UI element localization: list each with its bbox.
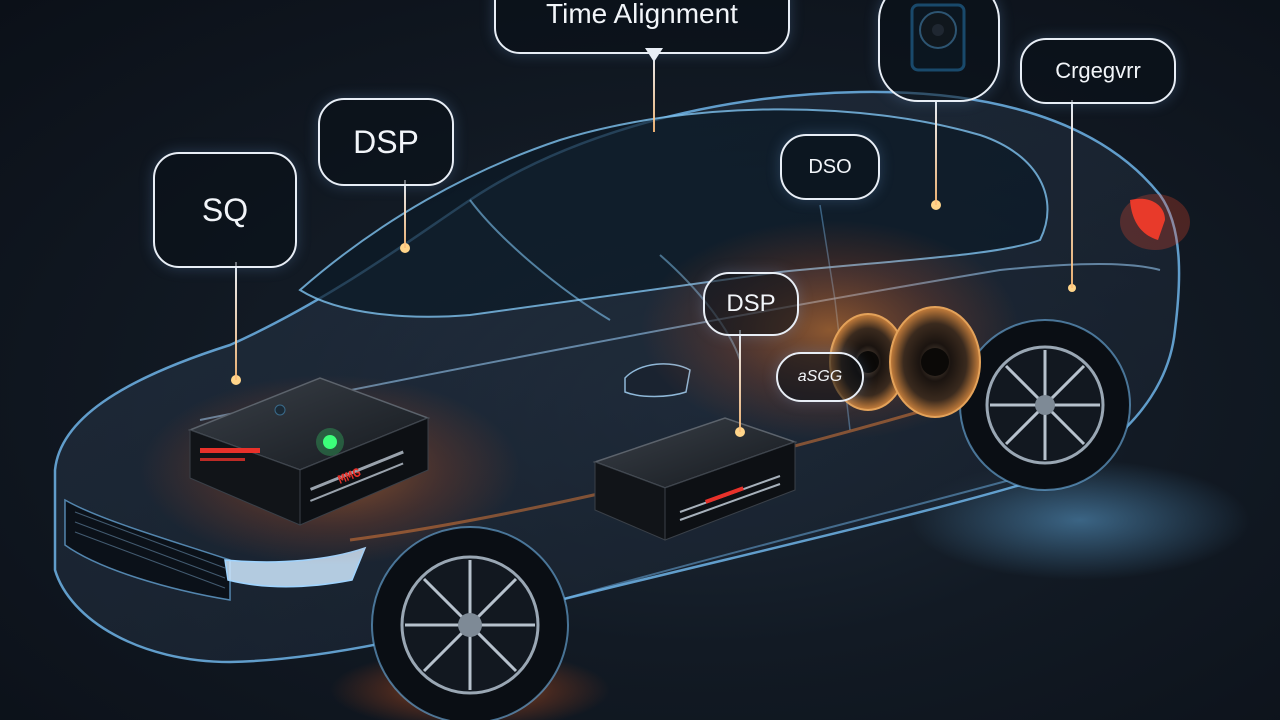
front-wheel [371,526,569,720]
time-alignment-label: Time Alignment [546,0,738,29]
leader-sq [235,262,237,380]
sq-label: SQ [201,191,249,228]
leader-time-alignment [653,52,655,132]
dsp-middle-label: DSP [726,290,776,317]
crossover-bubble: Crgegvrr [1020,38,1176,104]
front-dsp-led-strip [200,448,260,461]
power-led-icon [323,435,337,449]
anchor-points [231,200,1076,437]
taillight [1130,198,1165,240]
leader-speaker [935,100,937,205]
leader-dsp-middle [739,330,741,432]
dso-bubble: DSO [780,134,880,200]
side-label-bubble: aSGG [776,352,864,402]
speaker-bubble [878,0,1000,102]
dso-label: DSO [808,155,852,178]
side-label: aSGG [797,368,843,385]
leader-crossover [1071,100,1073,288]
dsp-top-bubble: DSP [318,98,454,186]
rear-speaker-right [889,306,981,418]
rear-dsp-unit [592,417,798,541]
front-dsp-unit: MMG [187,377,431,526]
dsp-middle-bubble: DSP [703,272,799,336]
dsp-top-label: DSP [353,123,419,160]
sq-bubble: SQ [153,152,297,268]
rear-wheel [959,319,1131,491]
leader-dsp-top [404,180,406,248]
time-alignment-bubble: Time Alignment [494,0,790,54]
time-alignment-tail [645,48,663,62]
crossover-label: Crgegvrr [1055,58,1141,83]
